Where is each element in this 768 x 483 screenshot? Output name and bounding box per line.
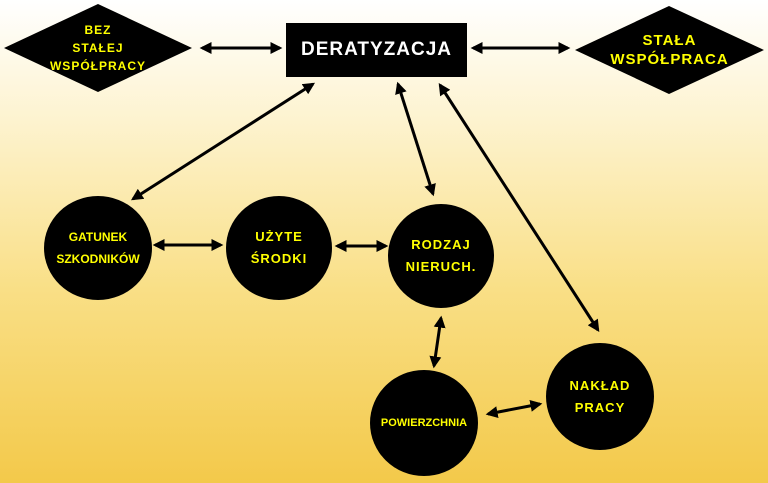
powierzchnia-node: POWIERZCHNIA — [370, 370, 478, 476]
stala-wspolpraca-node: STAŁA WSPÓŁPRACA — [575, 6, 764, 94]
deratyzacja-label: DERATYZACJA — [300, 39, 453, 60]
stala-wspolpraca-label: STAŁA WSPÓŁPRACA — [610, 32, 729, 68]
gatunek-szkodnikow-node: GATUNEK SZKODNIKÓW — [44, 196, 152, 300]
naklad-pracy-label: NAKŁAD PRACY — [569, 377, 631, 415]
arrow-center-naklad — [438, 82, 600, 333]
arrow-center-gatunek — [130, 82, 316, 201]
uzyte-srodki-node: UŻYTE ŚRODKI — [226, 196, 332, 300]
gatunek-szkodnikow-label: GATUNEK SZKODNIKÓW — [56, 230, 140, 266]
powierzchnia-label: POWIERZCHNIA — [380, 417, 468, 429]
rodzaj-nieruch-label: RODZAJ NIERUCH. — [405, 237, 477, 274]
naklad-pracy-node: NAKŁAD PRACY — [546, 343, 654, 450]
arrow-rodzaj-powierzchnia — [429, 315, 446, 369]
bez-stalej-wspolpracy-node: BEZ STAŁEJ WSPÓŁPRACY — [4, 4, 192, 92]
arrow-center-rodzaj — [395, 81, 436, 197]
uzyte-srodki-label: UŻYTE ŚRODKI — [250, 229, 308, 266]
rodzaj-nieruch-node: RODZAJ NIERUCH. — [388, 204, 494, 308]
bez-stalej-wspolpracy-label: BEZ STAŁEJ WSPÓŁPRACY — [49, 23, 146, 73]
deratyzacja-node: DERATYZACJA — [286, 23, 467, 77]
arrow-powierzchnia-naklad — [485, 399, 543, 419]
